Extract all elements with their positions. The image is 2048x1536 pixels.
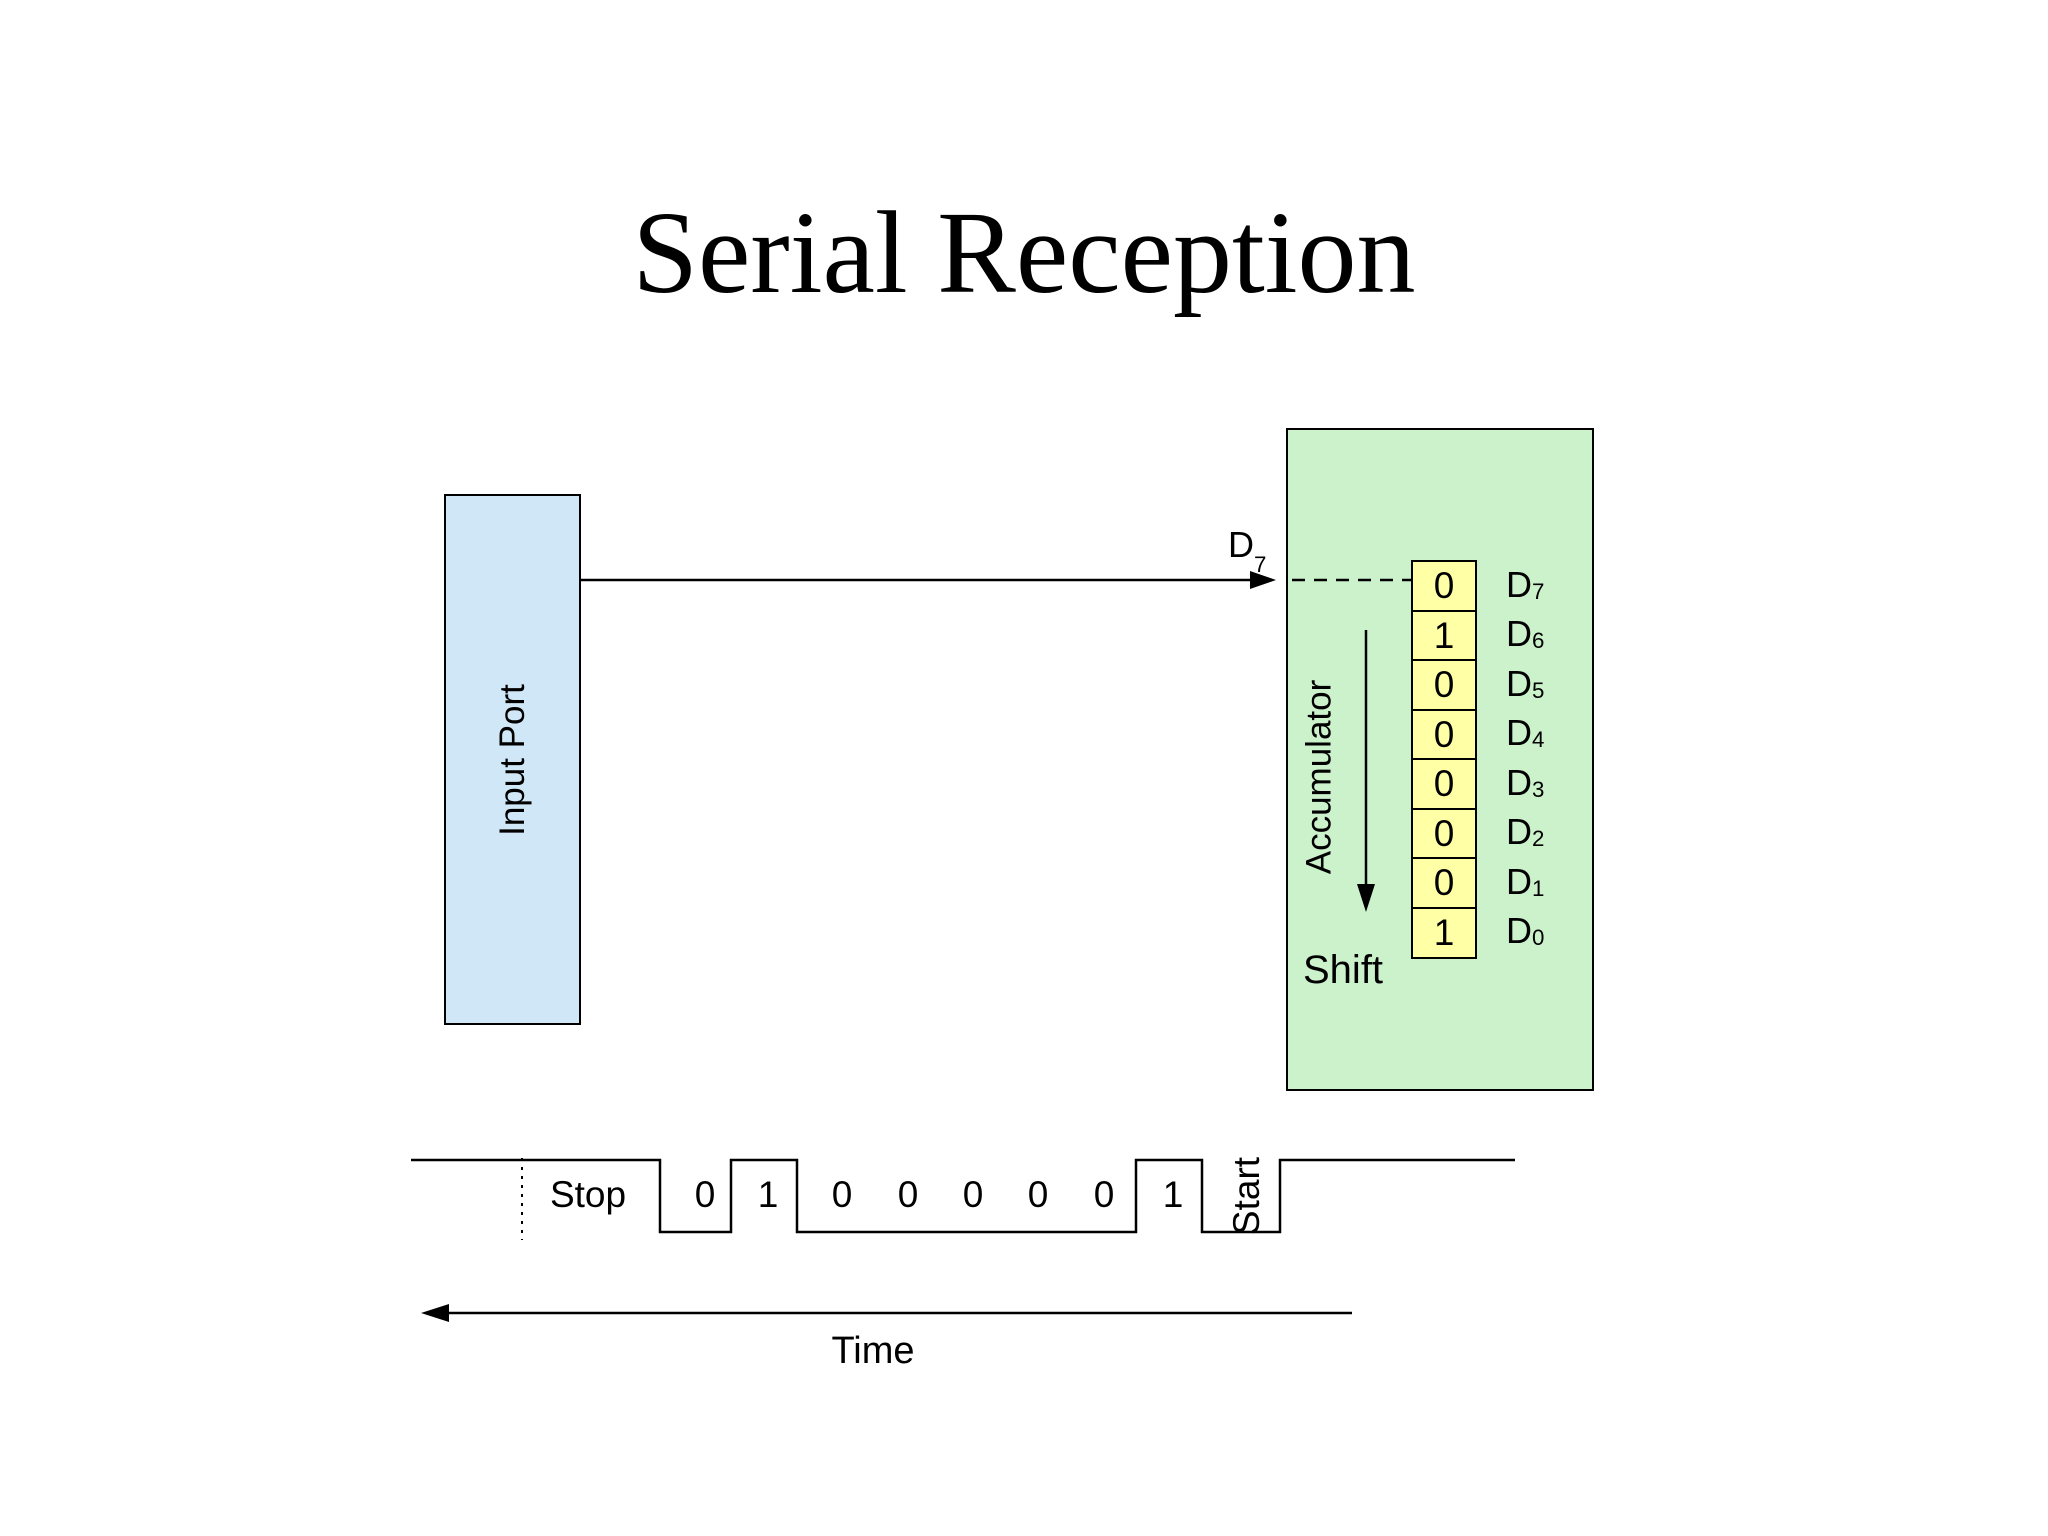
register-cell: 0 [1411, 560, 1477, 612]
waveform-bit: 0 [962, 1174, 984, 1215]
serial-waveform [411, 1158, 1515, 1234]
register-cell: 0 [1411, 659, 1477, 711]
serial-arrowhead-icon [1250, 571, 1276, 589]
waveform-bit: 0 [694, 1174, 716, 1215]
time-arrowhead-icon [421, 1304, 449, 1322]
stop-label: Stop [549, 1174, 627, 1215]
page-title: Serial Reception [632, 187, 1416, 318]
input-port-box: Input Port [444, 494, 581, 1025]
waveform-bit: 0 [1027, 1174, 1049, 1215]
waveform-bit: 0 [831, 1174, 853, 1215]
register-cell: 1 [1411, 906, 1477, 959]
shift-label: Shift [1303, 948, 1384, 992]
register-cell: 0 [1411, 857, 1477, 909]
waveform-bit: 0 [897, 1174, 919, 1215]
register-cell: 0 [1411, 708, 1477, 761]
waveform-bit: 1 [757, 1174, 779, 1215]
register-cell: 1 [1411, 609, 1477, 662]
accumulator-label: Accumulator [1299, 679, 1338, 875]
waveform-bit: 0 [1093, 1174, 1115, 1215]
register-cell: 0 [1411, 807, 1477, 860]
shift-register: 0 1 0 0 0 0 0 1 [1411, 560, 1477, 959]
register-cell: 0 [1411, 758, 1477, 810]
shift-arrowhead-icon [1357, 884, 1375, 912]
start-label: Start [1226, 1156, 1267, 1236]
waveform-bit: 1 [1162, 1174, 1184, 1215]
time-label: Time [831, 1330, 915, 1372]
serial-bit-label: D7 [1228, 524, 1267, 578]
